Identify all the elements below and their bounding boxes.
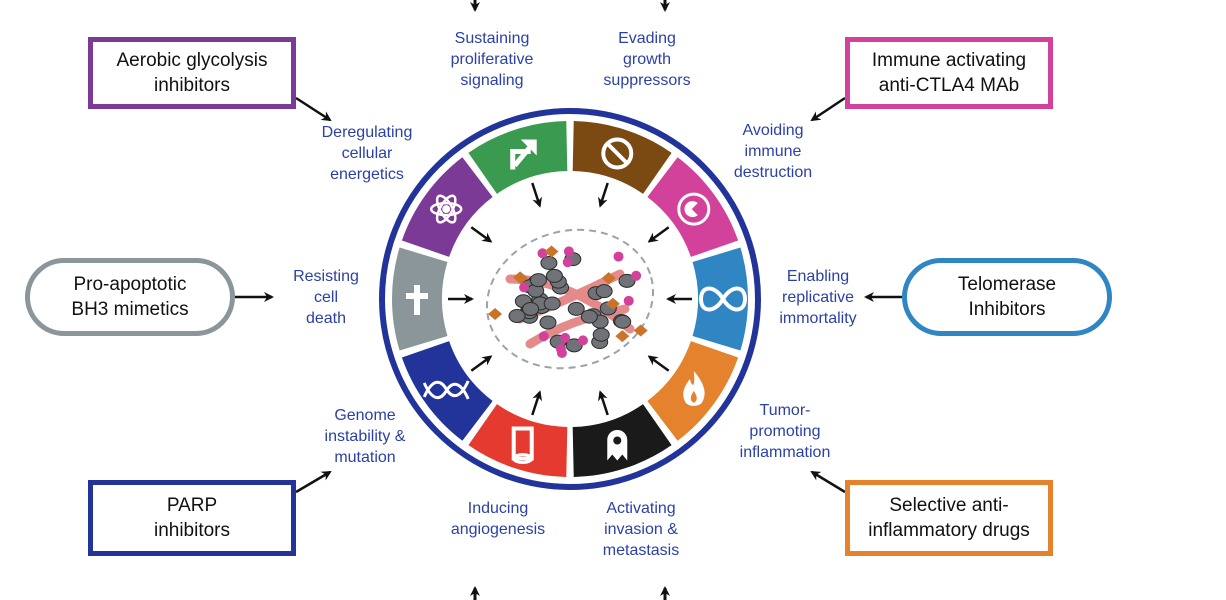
tumor-cell [595,284,613,299]
inward-arrow [470,355,493,372]
inward-arrow [531,182,542,208]
hallmark-label-energetics: Deregulating cellular energetics [321,124,413,183]
inward-arrow [598,390,609,416]
tumor-cell [580,309,598,324]
drug-box-telomerase: Telomerase Inhibitors [902,258,1112,336]
tumor-cell [543,296,561,311]
hallmark-label-angiogenesis: Inducing angiogenesis [450,500,546,538]
arrow-icon [510,139,537,170]
segment-proliferative [468,121,568,194]
tumor-cell [529,273,547,288]
immune-cell [623,295,634,306]
no-entry-icon [601,137,634,170]
inward-arrow [470,226,493,243]
fibroblast [544,245,559,258]
hallmark-label-cell-death: Resisting cell death [293,268,359,327]
vessel-icon [511,426,534,465]
immune-cell [519,282,530,293]
tumor-cell [540,255,558,270]
immune-cell [560,332,571,343]
tumor-cell [614,314,632,329]
infinity-icon [698,286,748,312]
tumor-cell [565,338,583,353]
tumor-cell [567,301,585,316]
tumor-cell [592,327,610,342]
hallmark-label-inflammation: Tumor- promoting inflammation [739,402,831,461]
drug-arrow [810,96,846,122]
hallmark-label-immune: Avoiding immune destruction [733,122,813,181]
tumor-cell [539,315,557,330]
tumor-cell [508,308,526,323]
inward-arrow [647,355,670,372]
drug-box-pro-apoptotic: Pro-apoptotic BH3 mimetics [25,258,235,336]
immune-cell [563,246,574,257]
immune-cell [537,248,548,259]
fibroblast [615,330,630,343]
inward-arrow [598,182,609,208]
drug-arrow [810,470,846,494]
cross-icon [406,285,428,315]
hallmark-label-genome: Genome instability & mutation [324,407,406,466]
immune-cell [562,257,573,268]
inward-arrow [531,390,542,416]
inward-arrow [647,226,670,243]
immune-cell [538,331,549,342]
fibroblast [605,297,620,310]
hallmark-label-proliferative: Sustaining proliferative signaling [450,30,534,89]
drug-box-immune-activating: Immune activating anti-CTLA4 MAb [845,37,1053,109]
immune-cell [577,335,588,346]
drug-box-anti-inflammatory: Selective anti- inflammatory drugs [845,480,1053,556]
immune-cell [631,270,642,281]
drug-box-parp: PARP inhibitors [88,480,296,556]
segment-angiogenesis [468,404,568,477]
segment-replicative [692,247,749,351]
immune-cell-icon [677,192,711,226]
immune-cell [613,251,624,262]
flame-icon [683,370,705,406]
drug-box-aerobic-glycolysis: Aerobic glycolysis inhibitors [88,37,296,109]
drug-arrow [295,96,332,122]
atom-icon [429,194,463,224]
dna-icon [422,380,470,400]
immune-cell [556,348,567,359]
fibroblast [513,271,528,284]
tumor-cell [618,273,636,288]
tumor-mass [488,245,648,359]
hallmark-label-invasion: Activating invasion & metastasis [602,500,680,559]
fibroblast [488,307,503,320]
hallmark-label-growth-suppressors: Evading growth suppressors [603,30,691,89]
drug-arrow [295,470,332,494]
fibroblast [601,272,616,285]
tumor-cell [522,301,540,316]
ghost-cell-icon [607,430,628,461]
hallmark-label-replicative: Enabling replicative immortality [779,268,857,327]
fibroblast [633,324,648,337]
tumor-cell [545,268,563,283]
